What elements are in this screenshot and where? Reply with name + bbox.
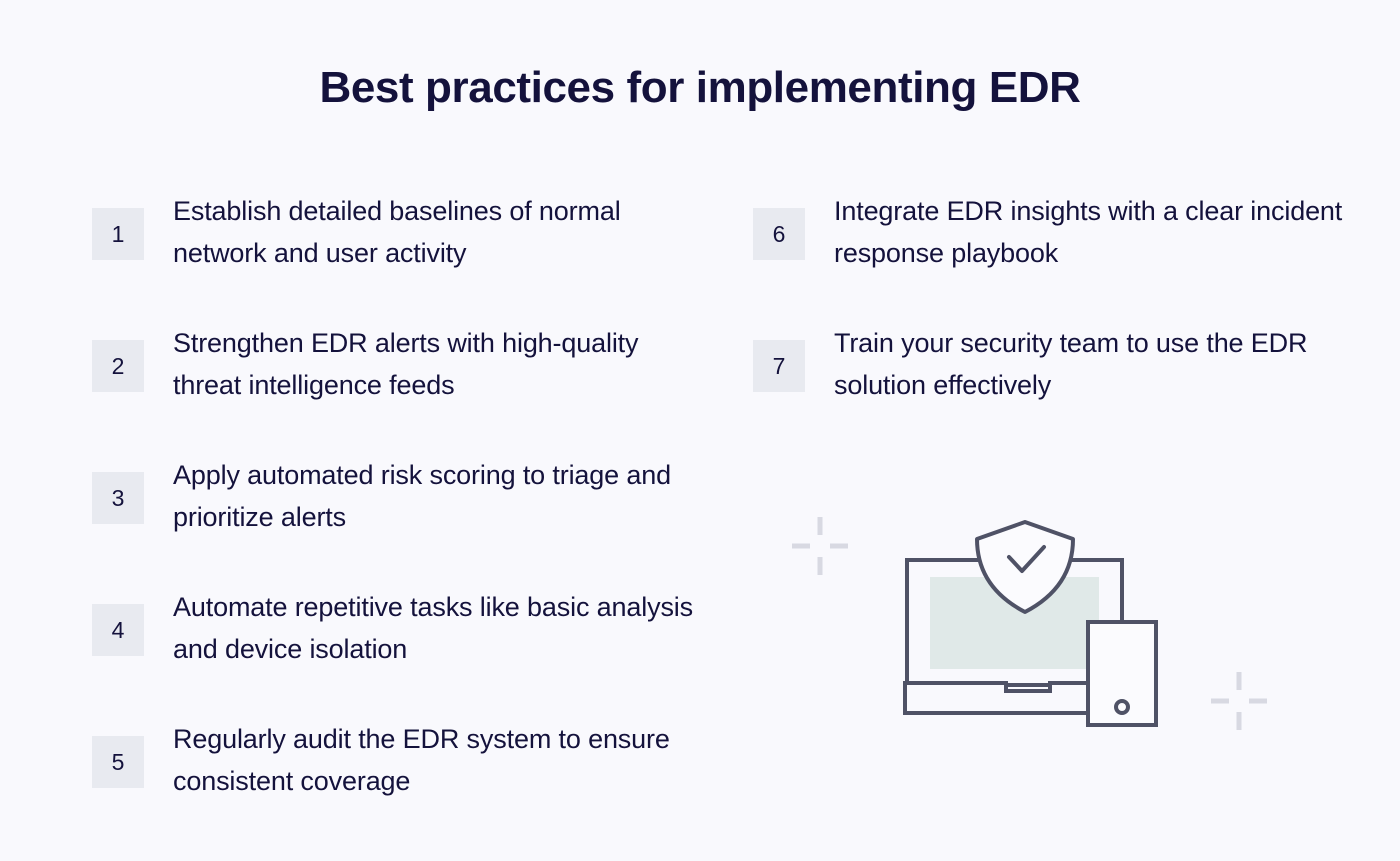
practices-column-right: 6 Integrate EDR insights with a clear in… (753, 186, 1353, 450)
phone-home-button (1114, 699, 1130, 715)
list-item: 6 Integrate EDR insights with a clear in… (753, 186, 1353, 274)
shield-check-icon (975, 520, 1075, 614)
list-item: 5 Regularly audit the EDR system to ensu… (92, 714, 712, 802)
endpoint-security-illustration (760, 495, 1300, 755)
list-item: 4 Automate repetitive tasks like basic a… (92, 582, 712, 670)
item-number-badge: 4 (92, 604, 144, 656)
item-number-badge: 6 (753, 208, 805, 260)
item-text: Establish detailed baselines of normal n… (173, 196, 621, 268)
item-text: Integrate EDR insights with a clear inci… (834, 196, 1343, 268)
check-icon (1007, 545, 1046, 573)
item-number-badge: 7 (753, 340, 805, 392)
mobile-phone-icon (1086, 620, 1158, 727)
decorative-plus-mark (1211, 672, 1267, 730)
list-item: 1 Establish detailed baselines of normal… (92, 186, 712, 274)
practices-column-left: 1 Establish detailed baselines of normal… (92, 186, 712, 846)
item-text: Apply automated risk scoring to triage a… (173, 460, 671, 532)
item-text: Regularly audit the EDR system to ensure… (173, 724, 670, 796)
item-text: Train your security team to use the EDR … (834, 328, 1308, 400)
item-text: Strengthen EDR alerts with high-quality … (173, 328, 639, 400)
decorative-plus-mark (792, 517, 848, 575)
item-number-badge: 1 (92, 208, 144, 260)
item-number-badge: 3 (92, 472, 144, 524)
phone-body (1086, 620, 1158, 727)
item-number-badge: 5 (92, 736, 144, 788)
page-title: Best practices for implementing EDR (319, 63, 1081, 112)
list-item: 7 Train your security team to use the ED… (753, 318, 1353, 406)
list-item: 3 Apply automated risk scoring to triage… (92, 450, 712, 538)
item-number-badge: 2 (92, 340, 144, 392)
item-text: Automate repetitive tasks like basic ana… (173, 592, 693, 664)
list-item: 2 Strengthen EDR alerts with high-qualit… (92, 318, 712, 406)
